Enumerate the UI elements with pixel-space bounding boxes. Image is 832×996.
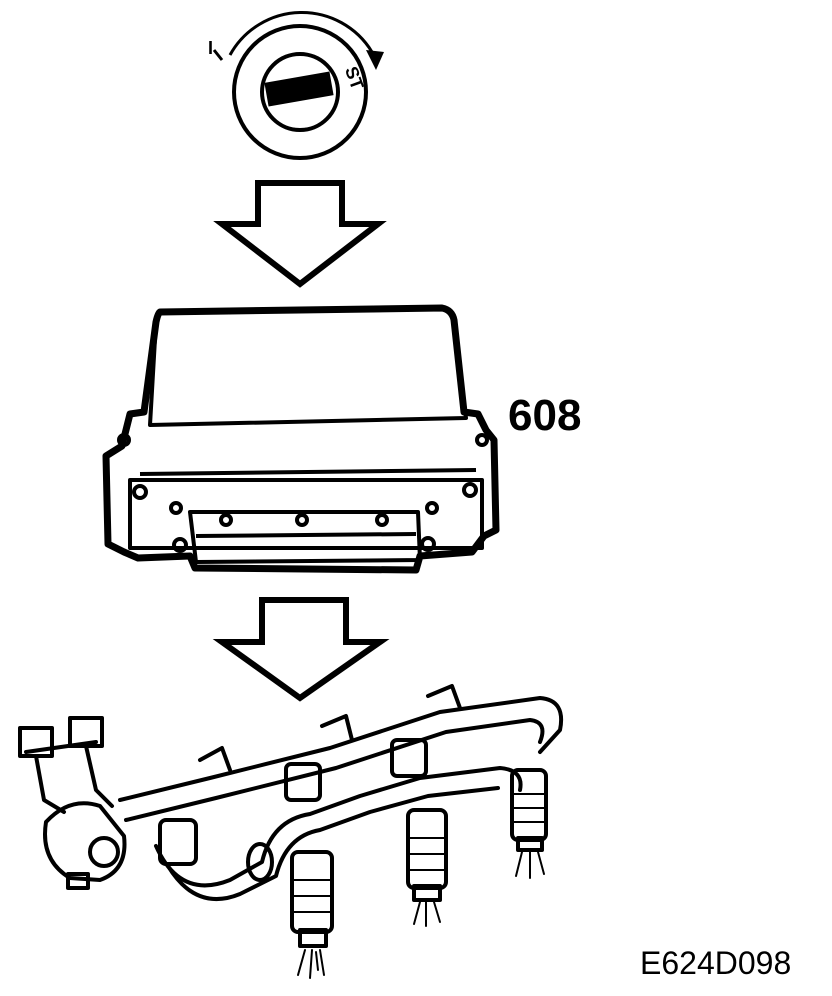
spray-pattern [297,949,325,979]
figure-code: E624D098 [640,945,791,981]
switch-mark-i: I [208,38,213,58]
grommet [246,842,274,882]
ecu-front-face [128,478,484,550]
ignition-switch [212,11,384,160]
screw-hole [219,513,233,527]
screw-hole [295,513,309,527]
connector-lead [84,744,114,808]
ecu-outline [102,304,500,574]
fuel-injector [516,836,544,852]
pressure-regulator [43,801,127,882]
harness-tab [320,714,354,742]
spray-pattern [413,901,441,927]
bracket-hole-left [117,433,131,447]
screw-hole [172,537,188,553]
rotation-arc [228,11,374,56]
fuel-injector [510,768,548,842]
fuel-injector [298,928,328,948]
fuel-injector [412,884,442,902]
screw-hole [132,484,148,500]
fuel-injector [406,808,448,890]
spray-pattern [515,851,545,879]
harness-loop-inner [166,786,500,902]
bracket-hole-right [475,433,489,447]
screw-hole [462,482,478,498]
harness-tab [426,684,462,710]
connector-lead [34,754,66,814]
ecu-module [102,304,500,574]
fuel-injector [284,762,322,802]
ecu-front-edge [139,468,477,476]
key-slot [264,71,334,107]
flow-arrow-down-1 [213,180,387,288]
injector-harness [18,684,563,979]
ecu-top-face [148,306,468,427]
injector-ribs [293,793,545,913]
position-tick-i [212,49,224,61]
rotation-arrow-head [366,50,384,70]
regulator-port [88,836,120,868]
ecu-connector [188,510,422,564]
harness-loop [154,766,523,888]
harness-tab [198,746,232,772]
regulator-fitting [66,872,90,890]
ignition-switch-outer-ring [232,24,368,160]
screw-hole [420,536,436,552]
screw-hole [375,513,389,527]
fuel-injector [158,818,198,866]
screw-hole [169,501,183,515]
screw-hole [425,501,439,515]
ignition-switch-inner-ring [260,52,340,132]
flow-arrow-down-2 [212,597,390,702]
fuel-injector [290,850,334,934]
ecu-label: 608 [508,391,581,440]
harness-band-lower [124,718,545,822]
harness-band [118,696,563,802]
ecu-connector-ridge [195,532,417,538]
fuel-injector [390,738,428,778]
connector-crossbar [24,740,98,754]
